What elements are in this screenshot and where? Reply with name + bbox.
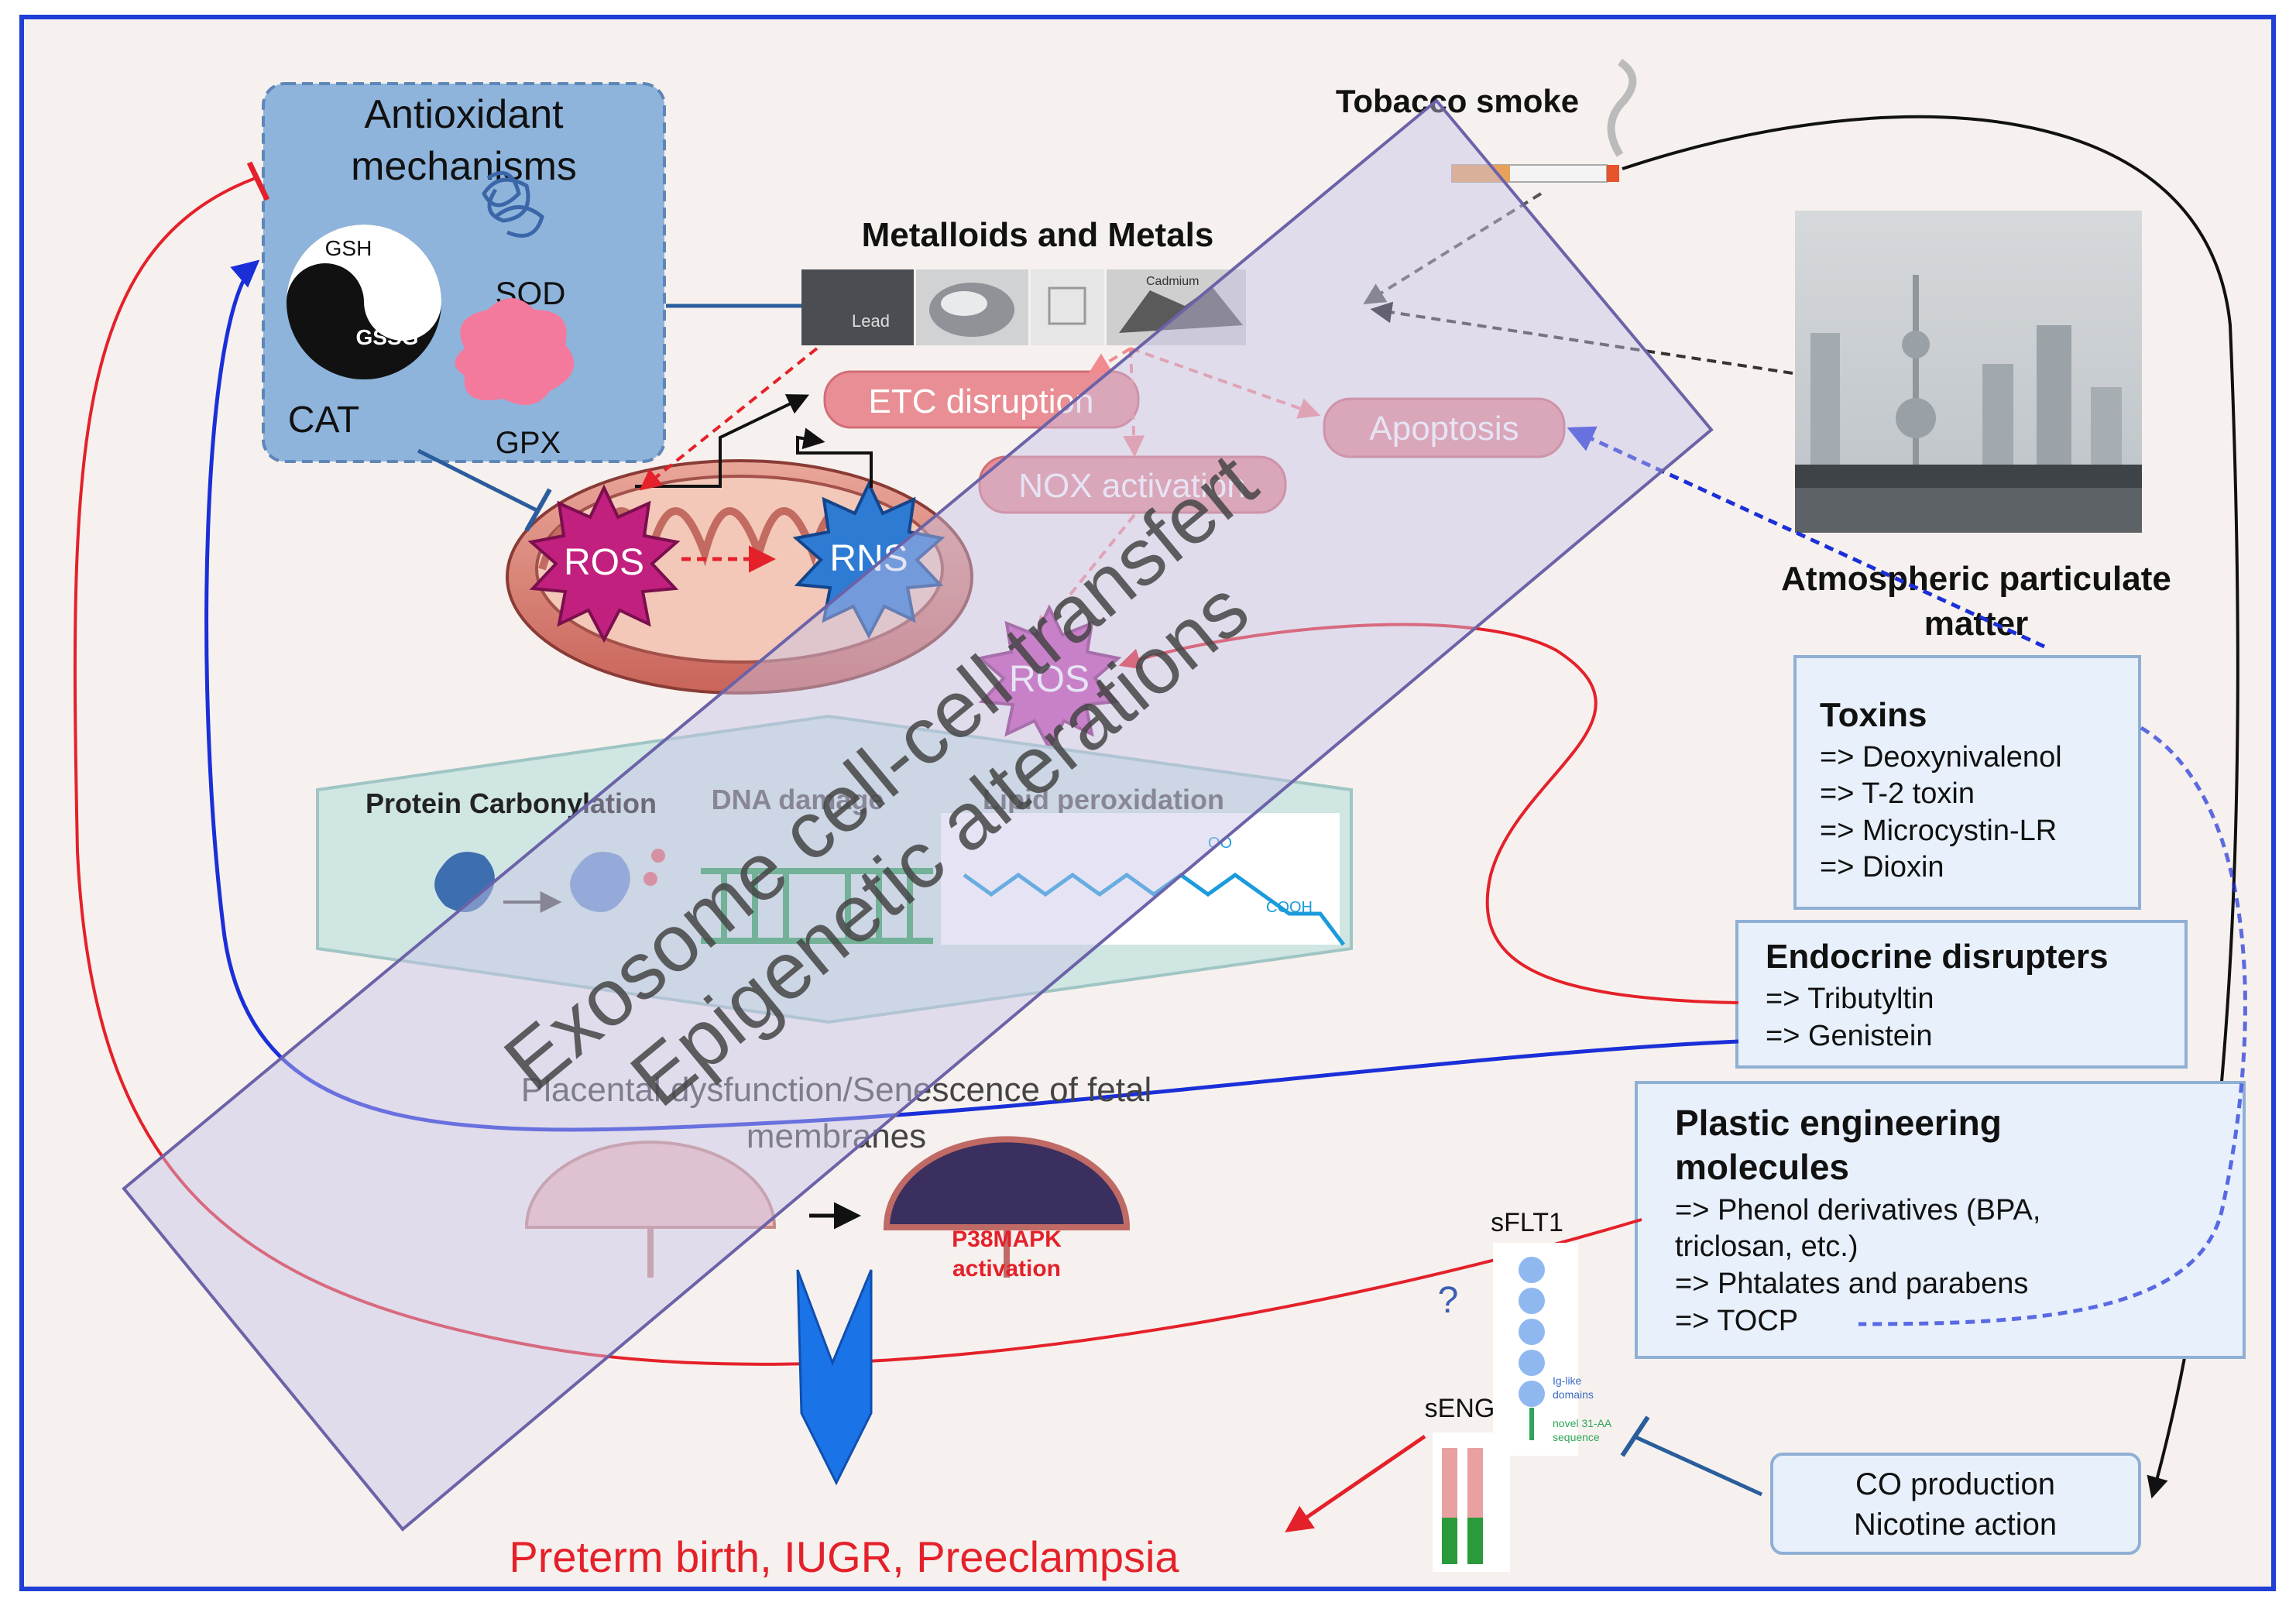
plastic-to-antioxidant-line	[73, 177, 1642, 1366]
nox-activation-box: NOX activation	[978, 455, 1287, 514]
plastic-item-1: => Phenol derivatives (BPA,	[1675, 1194, 2040, 1227]
lipid-peroxidation-label: Lipid peroxidation	[983, 784, 1224, 815]
ig-label-2: domains	[1553, 1388, 1594, 1401]
co-inhibits-sflt-line	[1632, 1434, 1763, 1497]
seng-label: sENG	[1425, 1394, 1495, 1423]
endocrine-title: Endocrine disrupters	[1766, 938, 2109, 976]
metals-to-ros-arrow	[639, 347, 819, 491]
cat-inhibits-ros-line	[417, 448, 540, 513]
toxin-item-1: => Deoxynivalenol	[1820, 741, 2062, 774]
metals-to-apoptosis-arrow	[1130, 347, 1321, 419]
protein-structure-icon	[434, 849, 665, 913]
ros-star-2: ROS	[976, 604, 1122, 752]
metals-to-etc-arrow	[1088, 347, 1132, 374]
antioxidant-title-line2: mechanisms	[351, 144, 577, 189]
co-inhibition-bar	[1620, 1415, 1650, 1457]
yin-yang-icon	[287, 225, 441, 379]
gpx-protein-icon	[455, 298, 575, 405]
antioxidant-mechanisms-box: Antioxidant mechanisms GSH GSSG SOD CAT …	[262, 82, 666, 463]
plastic-item-4: => TOCP	[1675, 1305, 1798, 1337]
toxin-item-2: => T-2 toxin	[1820, 777, 1975, 810]
mito-to-etc-arrow-2	[796, 427, 873, 488]
metals-title: Metalloids and Metals	[862, 216, 1214, 254]
sod-protein-icon	[482, 170, 544, 238]
toxins-title: Toxins	[1820, 696, 1927, 734]
senescent-placenta-icon	[883, 1136, 1131, 1278]
antioxidant-inhibition-bar	[246, 161, 270, 201]
lead-label: Lead	[852, 311, 890, 331]
dna-ladder-icon	[701, 868, 933, 944]
mito-to-etc-arrow-1	[635, 394, 810, 488]
plastic-item-2: triclosan, etc.)	[1675, 1230, 1858, 1263]
endocrine-disrupters-box: Endocrine disrupters => Tributyltin => G…	[1735, 920, 2188, 1069]
ros-star-mito: ROS	[527, 484, 681, 643]
endocrine-to-ros-arrow	[1118, 623, 1739, 1004]
oxidative-damage-panel: Protein Carbonylation DNA damage Lipid p…	[316, 714, 1353, 1024]
plastic-title-line2: molecules	[1675, 1147, 1849, 1187]
atmospheric-line1: Atmospheric particulate	[1781, 560, 2171, 598]
p38-line2: activation	[952, 1256, 1061, 1281]
cat-label: CAT	[288, 400, 359, 441]
ig-label-1: Ig-like	[1553, 1374, 1582, 1387]
dna-damage-label: DNA damage	[712, 784, 884, 815]
toxins-dashed-link	[1858, 726, 2247, 1326]
apoptosis-label: Apoptosis	[1369, 410, 1519, 448]
particulate-to-metals-arrow	[1370, 301, 1793, 375]
plastic-item-3: => Phtalates and parabens	[1675, 1268, 2028, 1300]
question-mark: ?	[1438, 1280, 1459, 1321]
atmospheric-line2: matter	[1924, 605, 2029, 643]
metals-images: Lead Cadmium	[801, 269, 1246, 345]
toxins-box: Toxins => Deoxynivalenol => T-2 toxin =>…	[1793, 655, 2141, 910]
gpx-label: GPX	[496, 426, 561, 460]
seng-to-outcome-arrow	[1285, 1434, 1426, 1532]
antioxidant-title-line1: Antioxidant	[364, 92, 564, 137]
seq-label-1: novel 31-AA	[1553, 1417, 1612, 1429]
tobacco-label: Tobacco smoke	[1336, 83, 1579, 119]
lead-sample-icon	[801, 269, 914, 345]
seq-label-2: sequence	[1553, 1431, 1600, 1443]
lipid-chain-icon: OO COOH	[941, 813, 1345, 946]
cooh-label: COOH	[1266, 899, 1313, 916]
plastic-molecules-box: Plastic engineering molecules => Phenol …	[1635, 1081, 2246, 1359]
cadmium-label: Cadmium	[1146, 275, 1199, 288]
placenta-line1: Placental dysfunction/Senescence of feta…	[521, 1071, 1152, 1109]
co-line1: CO production	[1855, 1467, 2055, 1501]
plastic-title-line1: Plastic engineering	[1675, 1103, 2002, 1143]
tobacco-to-metals-arrow	[1363, 192, 1543, 304]
p38-line1: P38MAPK	[952, 1227, 1062, 1252]
protein-carbonylation-label: Protein Carbonylation	[366, 787, 657, 819]
healthy-placenta-icon	[524, 1141, 777, 1278]
nox-label: NOX activation	[1018, 467, 1245, 505]
co-nicotine-box: CO production Nicotine action	[1770, 1453, 2141, 1555]
outcome-label: Preterm birth, IUGR, Preeclampsia	[509, 1532, 1179, 1581]
endocrine-to-antioxidant-arrow	[204, 259, 1739, 1132]
co-line2: Nicotine action	[1854, 1508, 2057, 1542]
toxin-item-4: => Dioxin	[1820, 851, 1944, 883]
seng-structure-icon	[1433, 1432, 1510, 1572]
endocrine-item-2: => Genistein	[1766, 1020, 1932, 1052]
gsh-label: GSH	[325, 236, 372, 260]
arsenic-sample-icon	[1031, 269, 1104, 345]
metals-to-nox-arrow	[1123, 348, 1145, 458]
sflt1-label: sFLT1	[1491, 1208, 1563, 1237]
apoptosis-box: Apoptosis	[1323, 397, 1566, 458]
city-smog-photo	[1795, 211, 2142, 533]
ros-label-2: ROS	[1009, 659, 1090, 700]
down-chevron-arrow	[796, 1269, 873, 1486]
endocrine-item-1: => Tributyltin	[1766, 983, 1934, 1015]
gssg-label: GSSG	[356, 325, 419, 349]
placenta-line2: membranes	[746, 1117, 926, 1155]
particulate-to-apoptosis-arrow	[1567, 426, 2046, 649]
toxin-item-3: => Microcystin-LR	[1820, 815, 2057, 847]
sflt1-structure-icon: Ig-like domains novel 31-AA sequence	[1493, 1243, 1612, 1456]
cat-inhibition-bar	[524, 488, 552, 532]
ros-label-mito: ROS	[564, 542, 644, 583]
